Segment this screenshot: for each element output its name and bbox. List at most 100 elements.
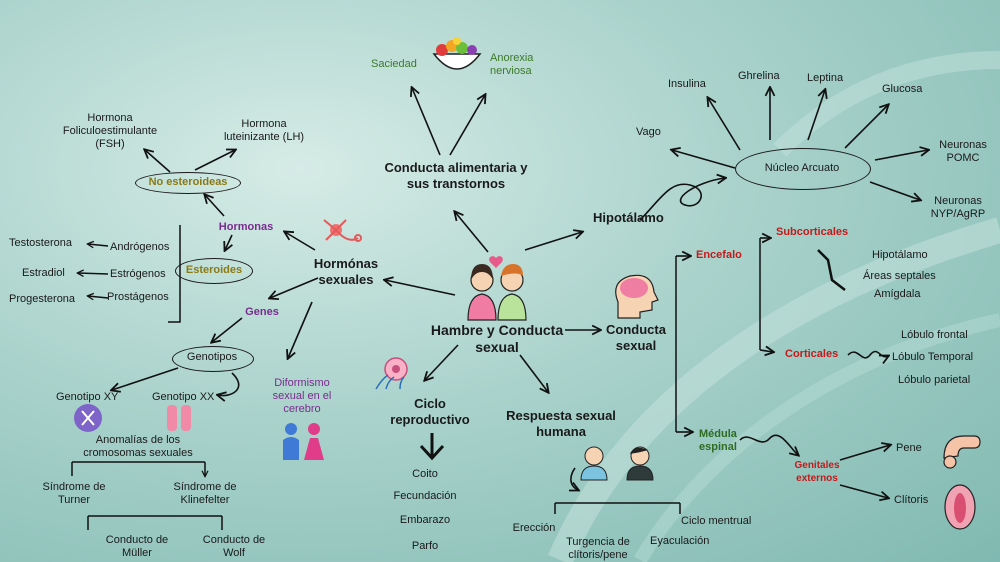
saciedad-label: Saciedad xyxy=(371,58,417,70)
lobulo-frontal-label: Lóbulo frontal xyxy=(901,329,968,341)
link-genotipos xyxy=(212,317,243,342)
link-fsh xyxy=(145,150,171,173)
nyp-label: Neuronas NYP/AgRP xyxy=(930,195,986,220)
link-center-hormonas xyxy=(385,280,456,296)
alimentaria-title: Conducta alimentaria y sus transtornos xyxy=(384,160,528,191)
link-genes xyxy=(270,277,319,298)
link-pomc xyxy=(874,150,928,161)
clitoris-label: Clítoris xyxy=(894,494,929,506)
embarazo-label: Embarazo xyxy=(399,514,451,526)
link-corticales xyxy=(759,350,773,352)
subcorticales-label: Subcorticales xyxy=(776,226,849,238)
link-dimorfismo xyxy=(288,301,313,358)
turgencia-label: Turgencia de clítoris/pene xyxy=(566,536,630,561)
fruit-bowl-icon xyxy=(432,37,482,70)
ciclo-mentrual-label: Ciclo mentrual xyxy=(681,515,752,527)
link-testosterona xyxy=(88,244,109,246)
link-xy xyxy=(112,367,179,390)
xx-chromosome-icon xyxy=(167,405,191,431)
bracket-anomalias-legs xyxy=(71,462,205,476)
neuron-icon xyxy=(323,219,362,242)
esteroides-ellipse xyxy=(175,258,253,284)
link-hipotalamo-nucleo xyxy=(639,178,725,221)
link-clitoris xyxy=(839,484,888,498)
bracket-conductos xyxy=(87,515,223,530)
corticales-label: Corticales xyxy=(785,348,839,360)
estradiol-label: Estradiol xyxy=(22,267,65,279)
male-female-brain-icon xyxy=(283,423,324,460)
link-corticales-lobulos xyxy=(847,350,888,357)
link-nyp xyxy=(869,181,920,200)
link-center-hipotalamo xyxy=(524,232,582,251)
brain-head-icon xyxy=(615,274,659,319)
link-leptina xyxy=(807,90,825,141)
estrogenos-label: Estrógenos xyxy=(110,268,166,280)
link-respuesta-items xyxy=(571,467,578,490)
link-pene xyxy=(839,445,890,461)
sub-hipotalamo-label: Hipotálamo xyxy=(872,249,928,261)
areas-septales-label: Áreas septales xyxy=(863,270,936,282)
vulva-icon xyxy=(944,484,976,530)
anomalias-label: Anomalías de los cromosomas sexuales xyxy=(83,434,193,459)
bracket-respuesta xyxy=(554,502,681,514)
ciclo-down-arrow xyxy=(419,433,445,461)
ovum-sperm-icon xyxy=(375,357,408,390)
esteroides-label: Esteroides xyxy=(185,264,243,276)
progestagenos-label: Prostágenos xyxy=(107,291,169,303)
genotipos-label: Genotipos xyxy=(186,351,238,363)
klinefelter-label: Síndrome de Klinefelter xyxy=(173,481,237,506)
link-esteroides xyxy=(225,234,232,250)
nucleo-arcuato-ellipse xyxy=(735,148,871,190)
hormonas-title: Hormónas sexuales xyxy=(313,256,379,287)
link-glucosa xyxy=(844,105,888,149)
fsh-label: Hormona Foliculoestimulante (FSH) xyxy=(62,112,158,150)
dimorfismo-label: Diformismo sexual en el cerebro xyxy=(272,377,332,415)
link-saciedad xyxy=(412,88,441,156)
penis-icon xyxy=(943,435,981,469)
androgenos-label: Andrógenos xyxy=(110,241,170,253)
ereccion-label: Erección xyxy=(512,522,556,534)
lobulo-parietal-label: Lóbulo parietal xyxy=(898,374,971,386)
ciclo-title: Ciclo reproductivo xyxy=(390,396,470,427)
no-esteroideas-ellipse xyxy=(135,172,241,194)
link-anorexia xyxy=(449,95,485,156)
link-center-ciclo xyxy=(425,344,459,380)
turner-label: Síndrome de Turner xyxy=(42,481,106,506)
genotipo-xx-label: Genotipo XX xyxy=(152,391,215,403)
amigdala-label: Amígdala xyxy=(874,288,921,300)
no-esteroideas-label: No esteroideas xyxy=(148,176,228,188)
insulina-label: Insulina xyxy=(668,78,706,90)
leptina-label: Leptina xyxy=(807,72,844,84)
anorexia-label: Anorexia nerviosa xyxy=(490,52,534,77)
vago-label: Vago xyxy=(636,126,661,138)
progesterona-label: Progesterona xyxy=(9,293,76,305)
hipotalamo-title: Hipotálamo xyxy=(593,210,664,225)
genitales-label: Genitales externos xyxy=(794,460,840,484)
subcorticales-arrow xyxy=(817,249,846,291)
pene-label: Pene xyxy=(896,442,922,454)
fecundacion-label: Fecundación xyxy=(393,490,457,502)
pomc-label: Neuronas POMC xyxy=(939,139,987,164)
hormonas-label: Hormonas xyxy=(218,221,274,233)
link-progesterona xyxy=(88,296,109,298)
link-lh xyxy=(194,150,235,171)
link-insulina xyxy=(708,98,741,151)
ghrelina-label: Ghrelina xyxy=(738,70,780,82)
muller-label: Conducto de Müller xyxy=(105,534,169,559)
people-talking-icon xyxy=(580,446,654,481)
link-center-respuesta xyxy=(519,354,548,392)
genotipos-ellipse xyxy=(172,346,254,372)
respuesta-title: Respuesta sexual humana xyxy=(506,408,616,439)
glucosa-label: Glucosa xyxy=(882,83,923,95)
lobulo-temporal-label: Lóbulo Temporal xyxy=(892,351,974,363)
lh-label: Hormona luteinizante (LH) xyxy=(223,118,305,143)
couple-icon xyxy=(467,256,527,321)
link-hormonas-label xyxy=(285,232,316,251)
genotipo-xy-label: Genotipo XY xyxy=(56,391,119,403)
encefalo-label: Encefalo xyxy=(696,249,742,261)
link-estradiol xyxy=(78,273,109,274)
genes-label: Genes xyxy=(245,306,279,318)
link-center-alimentaria xyxy=(455,212,489,253)
